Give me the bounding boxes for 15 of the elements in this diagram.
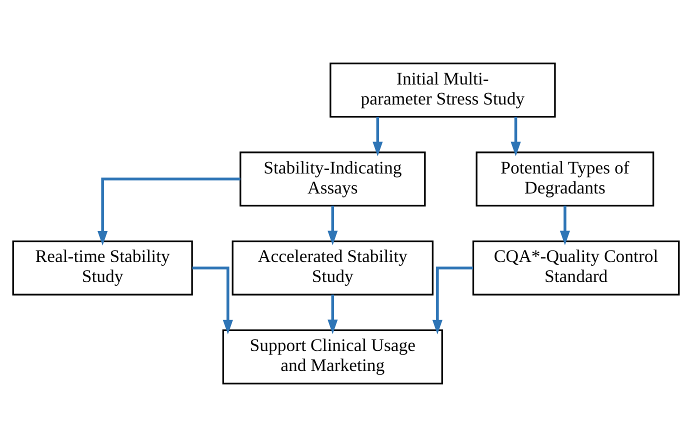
arrow: [560, 206, 570, 246]
arrow: [510, 116, 521, 156]
node-box: Initial Multi-parameter Stress Study: [330, 62, 556, 118]
arrow: [372, 116, 383, 156]
node-box: Accelerated Stability Study: [232, 240, 434, 296]
arrow: [98, 178, 240, 246]
arrow: [432, 266, 474, 334]
node-box: Real-time Stability Study: [12, 240, 193, 296]
node-box: Stability-Indicating Assays: [240, 152, 426, 207]
node-box: Support Clinical Usage and Marketing: [222, 329, 443, 384]
arrow: [328, 206, 338, 246]
node-box: Potential Types of Degradants: [476, 152, 654, 207]
node-box: CQA*-Quality Control Standard: [472, 240, 680, 296]
arrow: [328, 294, 338, 334]
arrow: [192, 266, 233, 334]
